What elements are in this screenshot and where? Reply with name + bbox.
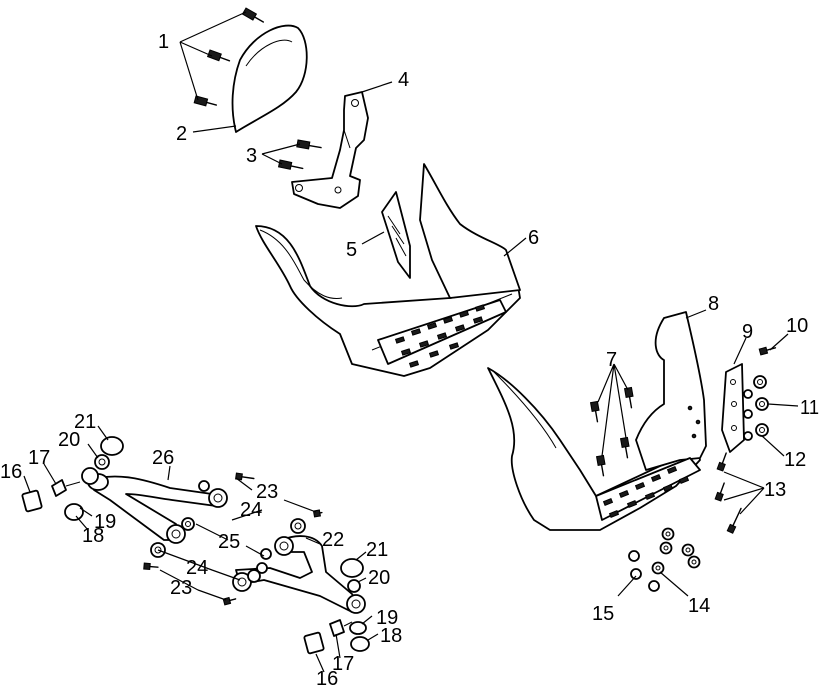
callout-25: 25	[218, 531, 240, 553]
callout-23-upper: 23	[256, 481, 278, 503]
callout-20-right: 20	[368, 567, 390, 589]
screw-group-7	[589, 386, 634, 477]
callout-20-left: 20	[58, 429, 80, 451]
bushing-group-upper	[150, 480, 306, 583]
callout-12: 12	[784, 449, 806, 471]
callout-8: 8	[708, 293, 719, 315]
lower-a-arm-part	[232, 535, 366, 614]
callout-labels: 1 2 3 4 5 6 7 8 9 10 11 12 13 14 15 16 1…	[0, 31, 819, 686]
ball-joint-right-part	[303, 558, 370, 655]
footwell-left-tread	[394, 304, 486, 368]
side-plate-part	[721, 363, 745, 453]
washer-group-15	[628, 550, 660, 592]
callout-10: 10	[786, 315, 808, 337]
callout-5: 5	[346, 239, 357, 261]
footwell-left-part	[255, 163, 521, 377]
callout-9: 9	[742, 321, 753, 343]
callout-21-left: 21	[74, 411, 96, 433]
callout-22: 22	[322, 529, 344, 551]
ball-joint-left-part	[21, 436, 124, 521]
callout-26: 26	[152, 447, 174, 469]
washer-group-12	[743, 389, 753, 441]
reflector-part	[381, 191, 411, 279]
callout-24-lower: 24	[186, 557, 208, 579]
screw-group-3	[277, 139, 322, 170]
callout-19-right: 19	[376, 607, 398, 629]
callout-18-right: 18	[380, 625, 402, 647]
callout-13: 13	[764, 479, 786, 501]
screw-group-13	[714, 452, 742, 534]
callout-1: 1	[158, 31, 169, 53]
nut-group-14	[651, 527, 701, 575]
callout-6: 6	[528, 227, 539, 249]
callout-11: 11	[800, 397, 819, 419]
lens-part	[231, 24, 308, 133]
bracket-part	[291, 91, 369, 209]
callout-17-right: 17	[332, 653, 354, 675]
callout-15: 15	[592, 603, 614, 625]
screw-group-1	[193, 7, 265, 107]
callout-21-right: 21	[366, 539, 388, 561]
callout-3: 3	[246, 145, 257, 167]
callout-16-right: 16	[316, 668, 338, 686]
leader-lines	[23, 11, 799, 673]
callout-24-upper: 24	[240, 499, 262, 521]
footwell-right-tread	[602, 465, 690, 519]
callout-16-left: 16	[0, 461, 22, 483]
footwell-right-part	[487, 311, 707, 531]
callout-19-left: 19	[94, 511, 116, 533]
nut-group-11	[753, 375, 769, 437]
callout-2: 2	[176, 123, 187, 145]
callout-14: 14	[688, 595, 710, 617]
callout-4: 4	[398, 69, 409, 91]
callout-17-left: 17	[28, 447, 50, 469]
callout-23-lower: 23	[170, 577, 192, 599]
callout-18-left: 18	[82, 525, 104, 547]
callout-7: 7	[606, 349, 617, 371]
